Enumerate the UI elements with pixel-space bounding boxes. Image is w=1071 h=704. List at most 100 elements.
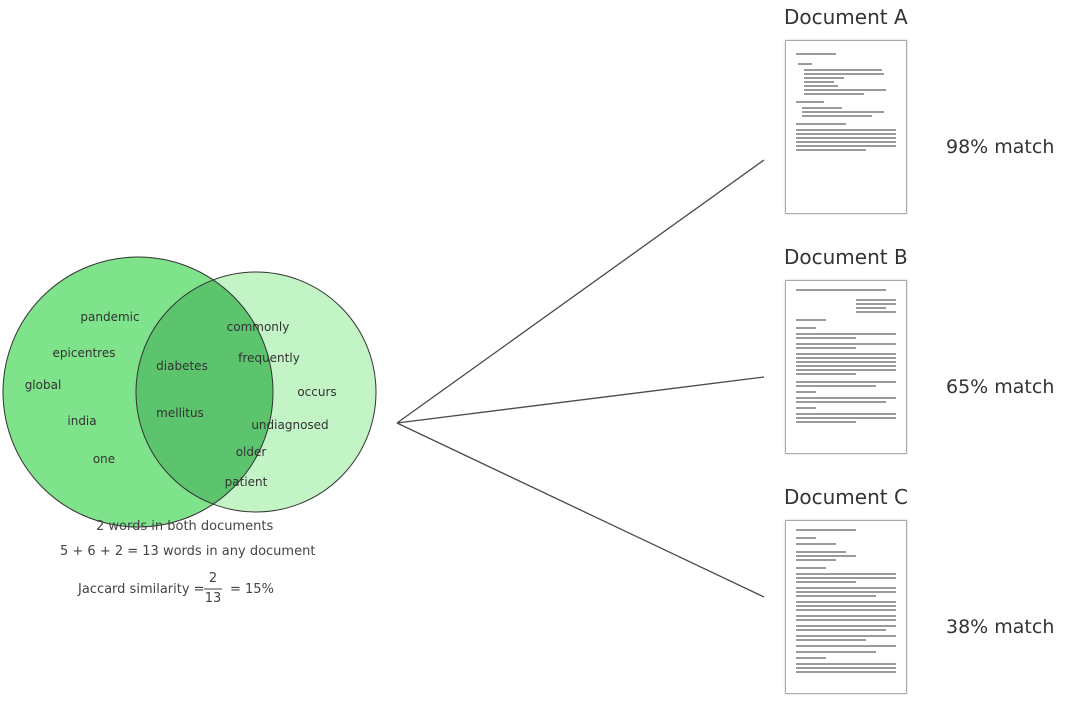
document-text-line	[804, 89, 886, 91]
fraction-denominator: 13	[204, 591, 222, 606]
document-text-line	[796, 667, 896, 669]
document-text-line	[856, 311, 896, 313]
document-text-line	[804, 77, 844, 79]
document-title-c: Document C	[784, 485, 908, 509]
document-text-line	[796, 407, 816, 409]
document-text-line	[856, 303, 896, 305]
document-text-line	[796, 559, 836, 561]
document-text-line	[796, 137, 896, 139]
document-text-line	[796, 289, 886, 291]
document-text-line	[796, 555, 856, 557]
document-text-line	[796, 101, 824, 103]
match-percent-c: 38% match	[946, 616, 1055, 638]
document-text-line	[796, 343, 896, 345]
document-text-line	[796, 529, 856, 531]
document-text-line	[796, 615, 896, 617]
document-text-line	[796, 645, 896, 647]
document-text-line	[796, 543, 836, 545]
document-text-line	[796, 605, 896, 607]
document-text-line	[796, 567, 826, 569]
document-text-line	[796, 421, 856, 423]
document-text-line	[796, 595, 876, 597]
document-text-line	[796, 663, 896, 665]
document-thumbnail-b	[785, 280, 907, 454]
document-text-line	[796, 381, 896, 383]
right-word: frequently	[238, 351, 300, 365]
document-text-line	[796, 671, 896, 673]
document-text-line	[796, 397, 896, 399]
right-word: occurs	[297, 385, 336, 399]
connector-line-c	[396, 422, 765, 598]
venn-right-outline	[135, 271, 377, 513]
shared-word: mellitus	[156, 406, 204, 420]
document-text-line	[796, 353, 896, 355]
document-text-line	[796, 385, 876, 387]
document-text-line	[796, 319, 826, 321]
left-word: pandemic	[80, 310, 139, 324]
document-text-line	[796, 391, 816, 393]
document-text-line	[796, 357, 896, 359]
document-text-line	[796, 123, 846, 125]
left-word: india	[67, 414, 96, 428]
document-text-line	[802, 107, 842, 109]
document-text-line	[796, 591, 896, 593]
document-text-line	[802, 115, 872, 117]
document-title-a: Document A	[784, 5, 908, 29]
document-text-line	[796, 629, 886, 631]
document-text-line	[796, 149, 866, 151]
connector-line-b	[396, 376, 765, 424]
right-word: patient	[225, 475, 268, 489]
document-text-line	[796, 145, 896, 147]
document-text-line	[796, 581, 856, 583]
document-text-line	[796, 347, 856, 349]
document-text-line	[796, 327, 816, 329]
document-text-line	[796, 401, 886, 403]
document-title-b: Document B	[784, 245, 908, 269]
document-text-line	[796, 619, 896, 621]
document-text-line	[796, 609, 896, 611]
right-word: older	[236, 445, 267, 459]
document-text-line	[796, 573, 896, 575]
document-text-line	[796, 129, 896, 131]
jaccard-result: = 15%	[230, 582, 274, 597]
right-word: commonly	[227, 320, 290, 334]
document-text-line	[796, 417, 896, 419]
document-text-line	[796, 413, 896, 415]
left-word: epicentres	[53, 346, 116, 360]
document-text-line	[802, 111, 884, 113]
caption-any-document: 5 + 6 + 2 = 13 words in any document	[60, 544, 316, 559]
jaccard-label: Jaccard similarity =	[78, 582, 205, 597]
document-text-line	[856, 307, 886, 309]
document-text-line	[796, 651, 876, 653]
document-text-line	[796, 361, 896, 363]
connector-lines	[396, 159, 765, 598]
caption-both-documents: 2 words in both documents	[96, 519, 274, 534]
fraction-numerator: 2	[208, 571, 218, 586]
document-text-line	[804, 73, 884, 75]
match-percent-b: 65% match	[946, 376, 1055, 398]
document-text-line	[796, 537, 816, 539]
document-text-line	[804, 81, 834, 83]
document-text-line	[796, 365, 896, 367]
document-text-line	[796, 337, 856, 339]
document-text-line	[796, 577, 896, 579]
document-text-line	[796, 635, 896, 637]
document-text-line	[856, 299, 896, 301]
document-text-line	[796, 601, 896, 603]
venn-overlap-region	[136, 272, 273, 512]
document-text-line	[796, 625, 896, 627]
venn-left-outline	[2, 256, 274, 528]
left-word: global	[25, 378, 62, 392]
document-text-line	[796, 551, 846, 553]
document-text-line	[796, 333, 896, 335]
document-text-line	[798, 63, 812, 65]
document-text-line	[796, 373, 856, 375]
document-text-line	[804, 69, 882, 71]
left-word: one	[93, 452, 115, 466]
document-thumbnail-c	[785, 520, 907, 694]
shared-word: diabetes	[156, 359, 208, 373]
document-text-line	[796, 369, 896, 371]
document-text-line	[804, 85, 838, 87]
right-word: undiagnosed	[251, 418, 328, 432]
